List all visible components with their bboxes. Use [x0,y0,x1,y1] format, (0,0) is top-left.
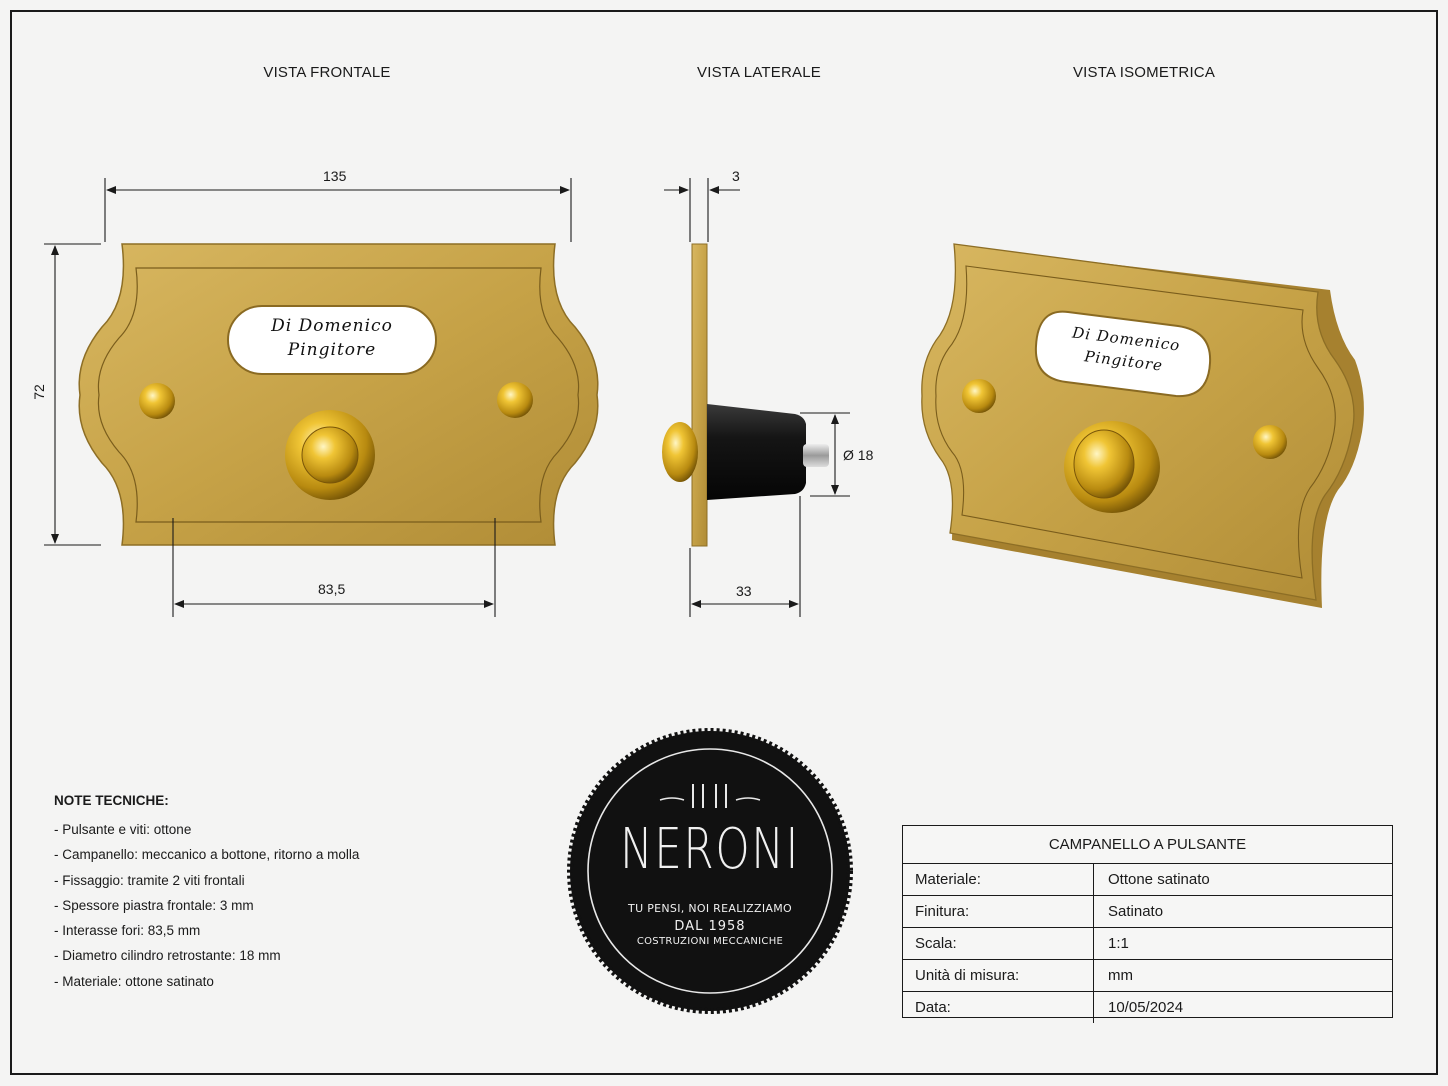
title-block-key: Materiale: [903,864,1094,895]
dim-diameter-label: Ø 18 [843,447,874,463]
nameplate-window [227,305,437,375]
logo-subtitle: COSTRUZIONI MECCANICHE [636,936,784,947]
title-block-key: Finitura: [903,896,1094,927]
note-item: - Pulsante e viti: ottone [54,822,192,837]
sheet-border [10,10,1438,1075]
side-view-title: VISTA LATERALE [697,64,821,81]
side-plate [691,243,708,547]
front-dimensions [44,178,572,617]
note-item: - Interasse fori: 83,5 mm [54,923,201,939]
side-button-icon [662,422,698,482]
title-block-key: Data: [903,992,1094,1023]
right-screw-icon [497,382,533,418]
dim-height-label: 72 [30,384,47,400]
isometric-view [921,243,1364,608]
iso-left-screw-icon [962,379,996,413]
title-block-row: Unità di misura: mm [903,960,1392,992]
title-block-value: mm [1108,967,1133,984]
logo-since: DAL 1958 [674,919,746,934]
iso-plate [921,243,1355,601]
dim-depth-label: 33 [736,583,752,599]
iso-nameplate-window [1034,310,1212,398]
side-dimensions [664,178,850,617]
iso-right-screw-icon [1253,425,1287,459]
note-item: - Diametro cilindro retrostante: 18 mm [54,948,281,964]
note-item: - Campanello: meccanico a bottone, ritor… [54,847,360,863]
push-button-icon [301,426,359,484]
title-block-value: 10/05/2024 [1108,999,1184,1016]
dim-thickness-label: 3 [732,168,740,184]
notes-title: NOTE TECNICHE: [54,793,169,808]
title-block-row: Scala: 1:1 [903,928,1392,960]
logo-text: NERONI TU PENSI, NOI REALIZZIAMO DAL 195… [590,808,830,947]
title-block-value: 1:1 [1108,935,1129,952]
iso-view-title: VISTA ISOMETRICA [1072,64,1216,81]
note-item: - Materiale: ottone satinato [54,973,214,989]
front-plate [78,243,599,546]
title-block-row: Materiale: Ottone satinato [903,864,1392,896]
neroni-logo [567,728,853,1014]
dim-width-label: 135 [323,168,347,184]
logo-motto: TU PENSI, NOI REALIZZIAMO [628,902,792,915]
note-item: - Spessore piastra frontale: 3 mm [54,897,254,913]
title-block-value: Ottone satinato [1108,871,1210,888]
iso-plate-bevel [935,265,1336,579]
side-cylinder [707,404,806,500]
front-nameplate-text: Di Domenico Pingitore [228,314,436,362]
nameplate-line-2: Pingitore [287,340,377,360]
nameplate-line-1: Di Domenico [271,316,393,336]
title-block-heading: CAMPANELLO A PULSANTE [903,826,1392,864]
title-block-key: Scala: [903,928,1094,959]
side-view [662,243,829,547]
dim-spacing-label: 83,5 [318,581,346,597]
title-block-row: Finitura: Satinato [903,896,1392,928]
title-block-key: Unità di misura: [903,960,1094,991]
title-block-row: Data: 10/05/2024 [903,992,1392,1023]
front-view-title: VISTA FRONTALE [263,64,391,81]
left-screw-icon [139,383,175,419]
technical-notes: NOTE TECNICHE: - Pulsante e viti: ottone… [54,793,359,999]
front-plate-bevel [97,267,580,523]
note-item: - Fissaggio: tramite 2 viti frontali [54,872,245,888]
title-block: CAMPANELLO A PULSANTE Materiale: Ottone … [902,825,1393,1023]
front-view [78,243,599,546]
iso-push-button-icon [1073,429,1135,499]
title-block-value: Satinato [1108,903,1164,920]
side-pin [803,444,829,467]
logo-brand: NERONI [620,817,800,882]
